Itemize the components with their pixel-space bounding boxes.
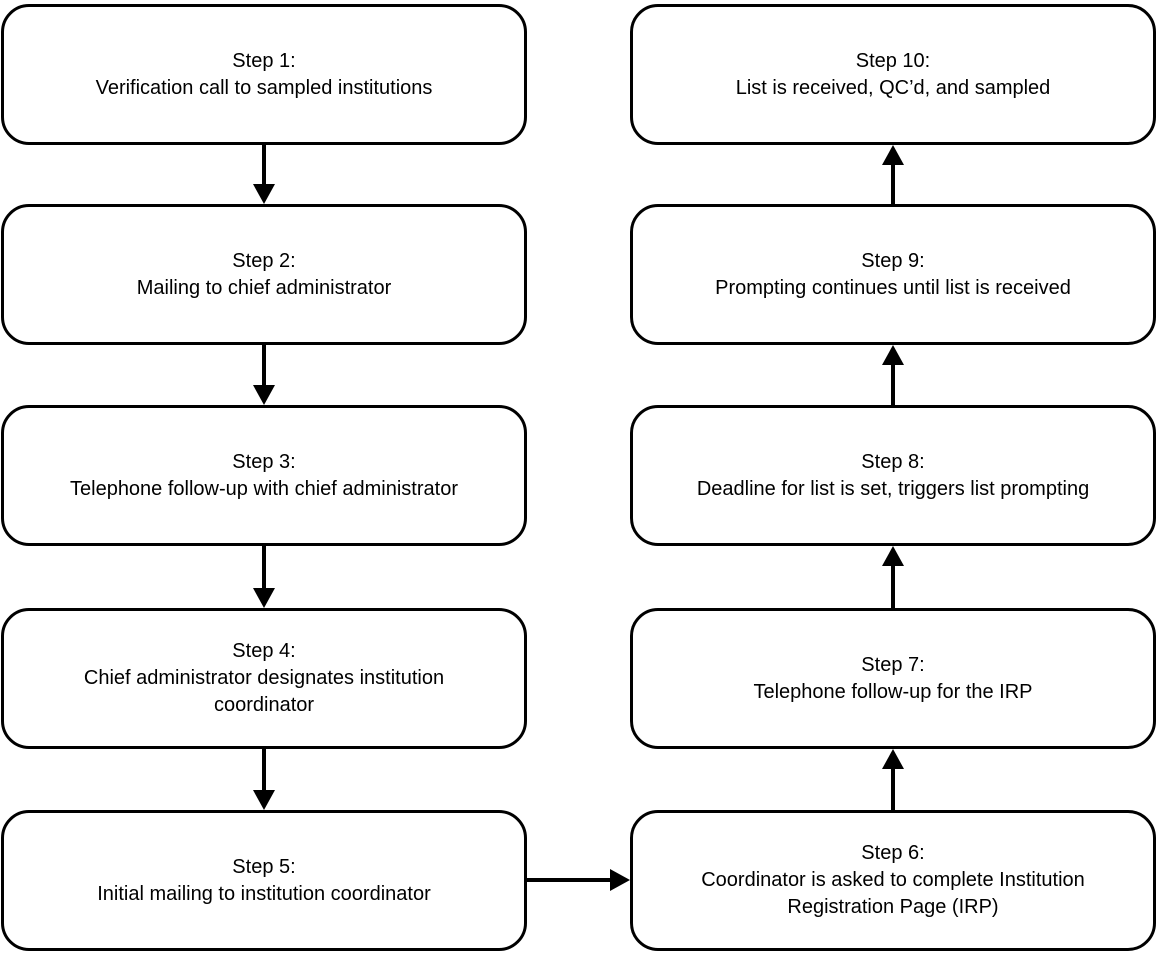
step-4-box: Step 4: Chief administrator designates i… bbox=[1, 608, 527, 749]
step-8-title: Step 8: bbox=[861, 450, 925, 473]
step-9-box: Step 9: Prompting continues until list i… bbox=[630, 204, 1156, 345]
step-1-box: Step 1: Verification call to sampled ins… bbox=[1, 4, 527, 145]
arrow-shaft bbox=[262, 749, 266, 790]
arrow-shaft bbox=[262, 145, 266, 184]
step-9-text: Step 9: Prompting continues until list i… bbox=[685, 248, 1101, 302]
arrow-shaft bbox=[891, 769, 895, 810]
step-8-box: Step 8: Deadline for list is set, trigge… bbox=[630, 405, 1156, 546]
step-1-title: Step 1: bbox=[232, 49, 296, 72]
step-1-text: Step 1: Verification call to sampled ins… bbox=[66, 48, 463, 102]
arrow-head bbox=[882, 546, 904, 566]
step-6-box: Step 6: Coordinator is asked to complete… bbox=[630, 810, 1156, 951]
step-7-text: Step 7: Telephone follow-up for the IRP bbox=[723, 652, 1062, 706]
step-3-text: Step 3: Telephone follow-up with chief a… bbox=[40, 449, 488, 503]
arrow-head bbox=[882, 345, 904, 365]
step-10-title: Step 10: bbox=[855, 49, 931, 72]
step-8-text: Step 8: Deadline for list is set, trigge… bbox=[667, 449, 1119, 503]
step-3-box: Step 3: Telephone follow-up with chief a… bbox=[1, 405, 527, 546]
step-9-title: Step 9: bbox=[861, 249, 925, 272]
step-3-description: Telephone follow-up with chief administr… bbox=[70, 477, 458, 500]
step-5-title: Step 5: bbox=[232, 855, 296, 878]
step-1-description: Verification call to sampled institution… bbox=[95, 76, 433, 99]
step-4-title: Step 4: bbox=[232, 640, 296, 662]
arrow-head bbox=[882, 749, 904, 769]
step-7-title: Step 7: bbox=[861, 653, 925, 676]
arrow-down-icon bbox=[253, 145, 275, 204]
step-3-title: Step 3: bbox=[232, 450, 296, 473]
step-6-description: Coordinator is asked to complete Institu… bbox=[701, 869, 1085, 918]
arrow-head bbox=[253, 385, 275, 405]
step-8-description: Deadline for list is set, triggers list … bbox=[696, 477, 1090, 500]
arrow-up-icon bbox=[882, 145, 904, 204]
step-6-text: Step 6: Coordinator is asked to complete… bbox=[633, 840, 1153, 921]
arrow-shaft bbox=[262, 345, 266, 385]
arrow-right-icon bbox=[527, 869, 630, 891]
step-10-box: Step 10: List is received, QC’d, and sam… bbox=[630, 4, 1156, 145]
step-2-description: Mailing to chief administrator bbox=[136, 276, 392, 299]
arrow-down-icon bbox=[253, 749, 275, 810]
step-4-text: Step 4: Chief administrator designates i… bbox=[4, 638, 524, 719]
step-10-text: Step 10: List is received, QC’d, and sam… bbox=[706, 48, 1081, 102]
step-2-text: Step 2: Mailing to chief administrator bbox=[107, 248, 422, 302]
arrow-head bbox=[253, 588, 275, 608]
step-10-description: List is received, QC’d, and sampled bbox=[735, 76, 1051, 99]
arrow-down-icon bbox=[253, 345, 275, 405]
step-4-description: Chief administrator designates instituti… bbox=[83, 667, 445, 716]
arrow-up-icon bbox=[882, 546, 904, 608]
step-2-title: Step 2: bbox=[232, 249, 296, 272]
arrow-up-icon bbox=[882, 345, 904, 405]
arrow-head bbox=[253, 790, 275, 810]
step-5-box: Step 5: Initial mailing to institution c… bbox=[1, 810, 527, 951]
arrow-shaft bbox=[891, 365, 895, 405]
step-6-title: Step 6: bbox=[861, 842, 925, 864]
arrow-shaft bbox=[262, 546, 266, 588]
step-5-description: Initial mailing to institution coordinat… bbox=[97, 882, 431, 905]
arrow-shaft bbox=[891, 165, 895, 204]
arrow-shaft bbox=[891, 566, 895, 608]
arrow-up-icon bbox=[882, 749, 904, 810]
arrow-head bbox=[610, 869, 630, 891]
step-7-box: Step 7: Telephone follow-up for the IRP bbox=[630, 608, 1156, 749]
arrow-down-icon bbox=[253, 546, 275, 608]
arrow-head bbox=[253, 184, 275, 204]
step-9-description: Prompting continues until list is receiv… bbox=[715, 276, 1071, 299]
step-2-box: Step 2: Mailing to chief administrator bbox=[1, 204, 527, 345]
arrow-head bbox=[882, 145, 904, 165]
arrow-shaft bbox=[527, 878, 610, 882]
step-7-description: Telephone follow-up for the IRP bbox=[753, 680, 1033, 703]
step-5-text: Step 5: Initial mailing to institution c… bbox=[67, 854, 461, 908]
